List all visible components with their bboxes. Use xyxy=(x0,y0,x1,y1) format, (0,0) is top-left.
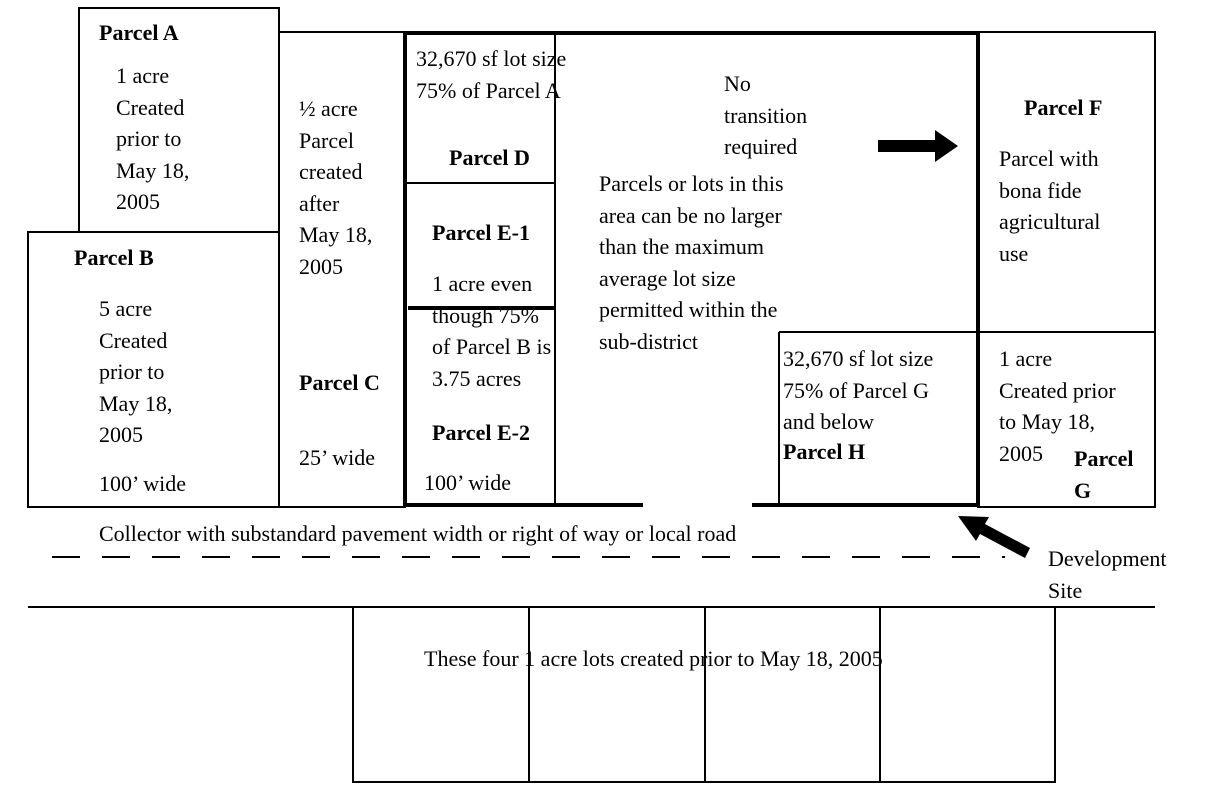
parcel-g-label: Parcel G xyxy=(1074,446,1134,503)
arrow-development-site-icon xyxy=(958,516,1030,558)
parcel-h-label: Parcel H xyxy=(783,439,866,464)
parcel-f-label: Parcel F xyxy=(1024,95,1103,120)
parcel-b-text: 5 acre Created prior to May 18, 2005 xyxy=(99,296,173,447)
development-site-label: Development Site xyxy=(1048,546,1167,603)
lower-lots-label: These four 1 acre lots created prior to … xyxy=(424,646,883,671)
no-transition-text: No transition required xyxy=(724,71,808,159)
development-site-boundary xyxy=(403,31,980,507)
arrow-right-icon xyxy=(878,130,958,162)
parcel-c-width: 25’ wide xyxy=(299,445,375,470)
parcel-f-text: Parcel with bona fide agricultural use xyxy=(999,146,1101,266)
parcel-e-text: 1 acre even though 75% of Parcel B is 3.… xyxy=(432,271,552,391)
parcel-a-label: Parcel A xyxy=(99,20,179,45)
parcel-b-width: 100’ wide xyxy=(99,471,186,496)
parcel-e1-label: Parcel E-1 xyxy=(432,220,530,245)
parcel-d-text: 32,670 sf lot size 75% of Parcel A xyxy=(416,46,567,103)
parcel-e-width: 100’ wide xyxy=(424,470,511,495)
parcel-g-text: 1 acre Created prior to May 18, 2005 xyxy=(999,346,1116,466)
parcel-h-text: 32,670 sf lot size 75% of Parcel G and b… xyxy=(783,346,934,434)
development-area-note: Parcels or lots in this area can be no l… xyxy=(599,171,784,354)
parcel-e2-label: Parcel E-2 xyxy=(432,420,530,445)
parcel-c-text: ½ acre Parcel created after May 18, 2005 xyxy=(299,96,373,279)
road-label: Collector with substandard pavement widt… xyxy=(99,521,737,546)
parcel-d-label: Parcel D xyxy=(449,145,530,170)
parcel-b-label: Parcel B xyxy=(74,245,154,270)
parcel-a-text: 1 acre Created prior to May 18, 2005 xyxy=(116,63,190,214)
parcel-c-label: Parcel C xyxy=(299,370,380,395)
